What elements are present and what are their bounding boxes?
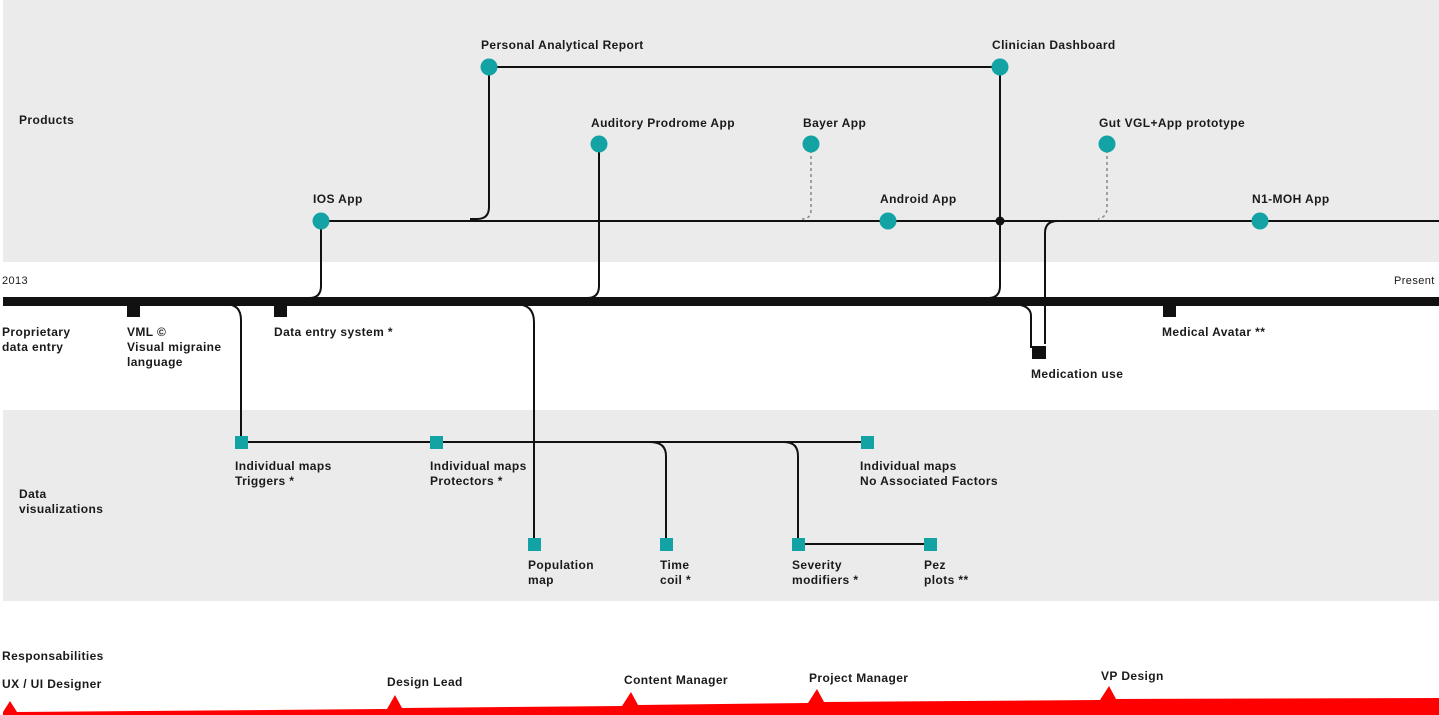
main-timeline bbox=[3, 297, 1439, 306]
timeline-end-label: Present bbox=[1394, 275, 1435, 287]
section-proprietary-label: Proprietary data entry bbox=[2, 325, 71, 354]
clinician-dashboard-label: Clinician Dashboard bbox=[992, 38, 1116, 52]
android-app-label: Android App bbox=[880, 192, 957, 206]
data-entry-system-label: Data entry system * bbox=[274, 325, 393, 339]
timeline-start-label: 2013 bbox=[2, 275, 29, 287]
personal-report-connector bbox=[470, 67, 490, 220]
vp-design-label: VP Design bbox=[1101, 669, 1164, 683]
medication-use-label: Medication use bbox=[1031, 367, 1124, 381]
gut-prototype-label: Gut VGL+App prototype bbox=[1099, 116, 1246, 130]
personal-report-label: Personal Analytical Report bbox=[481, 38, 644, 52]
medication-connector bbox=[1009, 303, 1032, 348]
ios-connector bbox=[6, 221, 322, 299]
gut-prototype-node bbox=[1098, 135, 1116, 153]
protectors-node bbox=[430, 436, 443, 449]
ios-app-node bbox=[312, 212, 330, 230]
section-visualizations-label: Data visualizations bbox=[19, 487, 104, 516]
no-factors-label: Individual maps No Associated Factors bbox=[860, 459, 998, 488]
gut-dashed-connector bbox=[1097, 144, 1108, 220]
time-coil-label: Time coil * bbox=[660, 558, 692, 587]
section-responsibilities-label: Responsabilities bbox=[2, 649, 104, 663]
bayer-app-node bbox=[802, 135, 820, 153]
n1-moh-app-label: N1-MOH App bbox=[1252, 192, 1330, 206]
triggers-label: Individual maps Triggers * bbox=[235, 459, 332, 488]
medical-avatar-marker bbox=[1163, 306, 1176, 317]
products-band bbox=[3, 0, 1439, 262]
triggers-connector bbox=[224, 303, 242, 442]
junction-dot bbox=[995, 216, 1005, 226]
timecoil-connector bbox=[649, 441, 667, 544]
clinician-dashboard-node bbox=[991, 58, 1009, 76]
responsibility-bar bbox=[3, 686, 1439, 715]
design-lead-label: Design Lead bbox=[387, 675, 463, 689]
content-manager-label: Content Manager bbox=[624, 673, 729, 687]
population-connector bbox=[514, 303, 535, 544]
auditory-app-node bbox=[590, 135, 608, 153]
android-app-node bbox=[879, 212, 897, 230]
personal-report-node bbox=[480, 58, 498, 76]
ios-app-label: IOS App bbox=[313, 192, 363, 206]
project-manager-label: Project Manager bbox=[809, 671, 909, 685]
bayer-dashed-connector bbox=[801, 144, 812, 220]
dashboard-connector bbox=[987, 67, 1001, 299]
pez-plots-node bbox=[924, 538, 937, 551]
medical-avatar-label: Medical Avatar ** bbox=[1162, 325, 1266, 339]
population-map-node bbox=[528, 538, 541, 551]
severity-connector bbox=[783, 441, 799, 544]
data-entry-system-marker bbox=[274, 306, 287, 317]
medication-use-marker bbox=[1032, 346, 1046, 359]
no-factors-node bbox=[861, 436, 874, 449]
auditory-app-label: Auditory Prodrome App bbox=[591, 116, 735, 130]
bayer-app-label: Bayer App bbox=[803, 116, 867, 130]
protectors-label: Individual maps Protectors * bbox=[430, 459, 527, 488]
severity-modifiers-label: Severity modifiers * bbox=[792, 558, 859, 587]
severity-node bbox=[792, 538, 805, 551]
population-map-label: Population map bbox=[528, 558, 594, 587]
vml-label: VML © Visual migraine language bbox=[127, 325, 222, 369]
n1-moh-app-node bbox=[1251, 212, 1269, 230]
section-products-label: Products bbox=[19, 113, 75, 127]
pez-plots-label: Pez plots ** bbox=[924, 558, 969, 587]
ux-ui-designer-label: UX / UI Designer bbox=[2, 677, 102, 691]
triggers-node bbox=[235, 436, 248, 449]
vml-marker bbox=[127, 306, 140, 317]
time-coil-node bbox=[660, 538, 673, 551]
n1-medication-connector bbox=[1044, 220, 1059, 344]
